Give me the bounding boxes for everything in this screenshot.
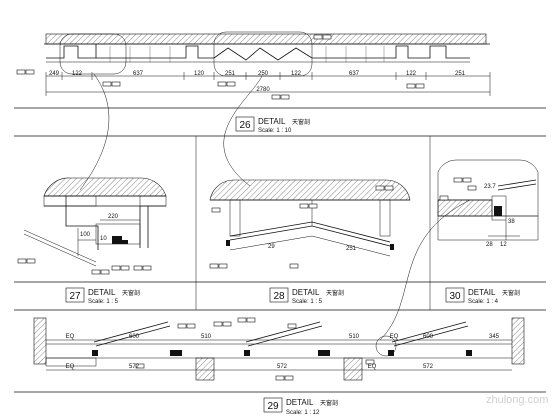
detail-30-drawing	[437, 159, 539, 241]
detail-28-drawing	[209, 179, 411, 269]
dim-28-0: 29	[268, 244, 275, 250]
leader-30	[379, 199, 471, 341]
title-block-30: 30 DETAIL 天窗剖 Scale: 1 : 4	[445, 287, 520, 305]
dim-30-2: 12	[500, 242, 507, 248]
detail-scale-29: Scale: 1 : 12	[286, 410, 320, 416]
dim-29-top-0: EQ	[66, 334, 75, 340]
detail-29-dims: EQ 600 510 510 EQ 600 345 EQ 572 572 EQ …	[66, 334, 500, 370]
leader-27	[79, 73, 110, 191]
detail-title-28: DETAIL	[292, 288, 320, 297]
detail-title-26: DETAIL	[258, 117, 286, 126]
detail-subtitle-26: 天窗剖	[292, 118, 310, 126]
dim-29-top-4: EQ	[390, 334, 399, 340]
dim-29-bot-1: 572	[129, 364, 140, 370]
title-block-28: 28 DETAIL 天窗剖 Scale: 1 : 5	[269, 287, 344, 305]
detail-title-27: DETAIL	[88, 288, 116, 297]
dim-29-top-2: 510	[201, 334, 212, 340]
dim-26-9: 251	[455, 71, 466, 77]
detail-subtitle-28: 天窗剖	[326, 289, 344, 297]
dim-26-3: 120	[194, 71, 205, 77]
dim-26-5: 250	[258, 71, 269, 77]
dim-27-2: 10	[100, 236, 107, 242]
detail-number-26: 26	[239, 120, 251, 131]
detail-26-dims-top: 249 122 637 120 251 250 122 637 122 251 …	[49, 71, 466, 93]
detail-scale-28: Scale: 1 : 5	[292, 299, 323, 305]
detail-scale-30: Scale: 1 : 4	[468, 299, 499, 305]
dim-29-top-5: 600	[423, 334, 434, 340]
dim-29-bot-3: EQ	[368, 364, 377, 370]
dim-26-0: 249	[49, 71, 60, 77]
dim-28-1: 251	[346, 246, 357, 252]
title-block-27: 27 DETAIL 天窗剖 Scale: 1 : 5	[65, 287, 140, 305]
detail-27-drawing	[17, 177, 167, 275]
dim-29-bot-2: 572	[277, 364, 288, 370]
detail-title-30: DETAIL	[468, 288, 496, 297]
dim-26-total: 2780	[256, 87, 270, 93]
detail-number-28: 28	[273, 291, 285, 302]
dim-26-7: 637	[349, 71, 360, 77]
detail-26-drawing	[16, 31, 491, 100]
dim-29-top-3: 510	[349, 334, 360, 340]
dim-29-top-1: 600	[129, 334, 140, 340]
leader-28	[223, 75, 263, 187]
dim-26-4: 251	[225, 71, 236, 77]
detail-number-27: 27	[69, 291, 81, 302]
detail-number-30: 30	[449, 291, 461, 302]
dim-29-bot-4: 572	[423, 364, 434, 370]
title-block-26: 26 DETAIL 天窗剖 Scale: 1 : 10	[235, 116, 310, 134]
detail-subtitle-30: 天窗剖	[502, 289, 520, 297]
dim-29-top-6: 345	[489, 334, 500, 340]
detail-number-29: 29	[267, 401, 279, 412]
detail-subtitle-29: 天窗剖	[320, 399, 338, 407]
watermark-text: zhulong.com	[486, 394, 548, 406]
detail-scale-27: Scale: 1 : 5	[88, 299, 119, 305]
dim-30-3: 38	[508, 219, 515, 225]
dim-26-8: 122	[406, 71, 417, 77]
dim-27-0: 220	[108, 214, 119, 220]
dim-30-0: 23.7	[484, 184, 496, 190]
detail-29-drawing	[33, 317, 525, 381]
dim-26-2: 637	[133, 71, 144, 77]
title-block-29: 29 DETAIL 天窗剖 Scale: 1 : 12	[263, 397, 338, 416]
detail-subtitle-27: 天窗剖	[122, 289, 140, 297]
dim-29-bot-0: EQ	[66, 364, 75, 370]
dim-30-1: 28	[486, 242, 493, 248]
detail-scale-26: Scale: 1 : 10	[258, 128, 292, 134]
dim-27-1: 100	[80, 232, 91, 238]
detail-title-29: DETAIL	[286, 398, 314, 407]
dim-26-1: 122	[72, 71, 83, 77]
dim-26-6: 122	[291, 71, 302, 77]
